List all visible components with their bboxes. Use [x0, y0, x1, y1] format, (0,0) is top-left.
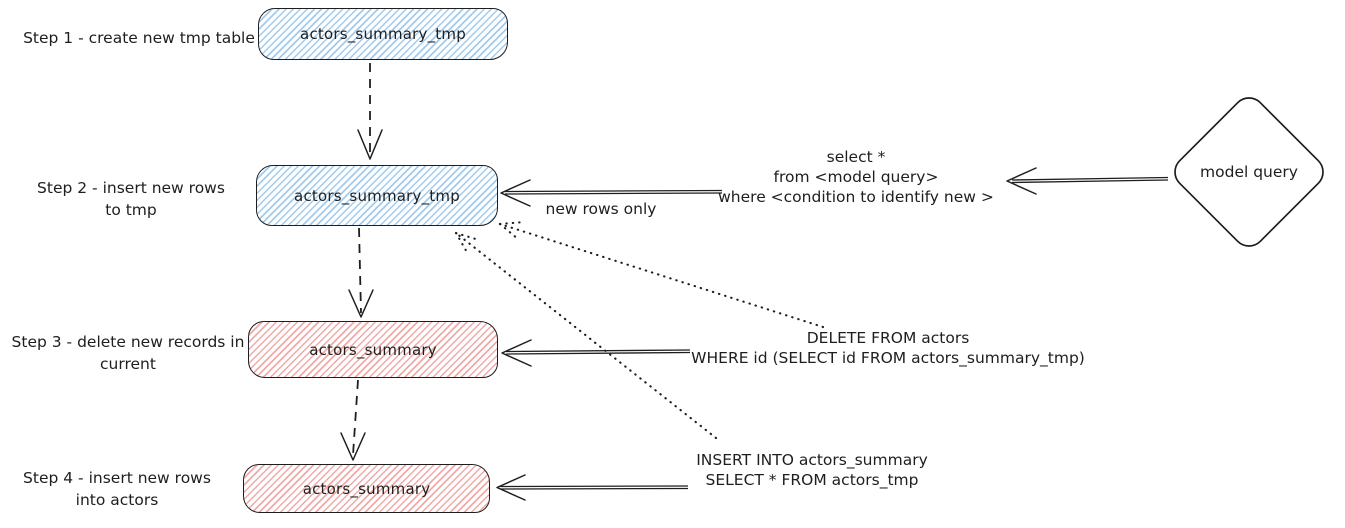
node-label: actors_summary: [309, 340, 437, 359]
insert-query-annotation: INSERT INTO actors_summary SELECT * FROM…: [696, 451, 928, 489]
node-step1-actors-summary-tmp: actors_summary_tmp: [258, 8, 508, 60]
node-label: actors_summary: [302, 479, 431, 498]
node-step2-actors-summary-tmp: actors_summary_tmp: [256, 165, 498, 226]
delete-query-annotation: DELETE FROM actors WHERE id (SELECT id F…: [691, 329, 1085, 367]
arrow-delete-query-to-current: [501, 339, 691, 367]
node-step4-actors-summary: actors_summary: [243, 464, 490, 513]
arrow-step1-to-step2: [357, 63, 383, 160]
node-step3-actors-summary: actors_summary: [248, 321, 498, 378]
dotted-link-delete-to-tmp: [498, 220, 825, 329]
arrow-step3-to-step4: [340, 379, 366, 461]
select-query-annotation: select * from <model query> where <condi…: [718, 148, 994, 206]
step2-label: Step 2 - insert new rows to tmp: [37, 179, 225, 219]
step4-label: Step 4 - insert new rows into actors: [23, 469, 211, 509]
arrow-model-query-to-select: [1006, 167, 1169, 195]
arrow-step2-to-step3: [348, 227, 374, 318]
arrow-insert-query-to-actors: [496, 474, 689, 501]
model-query-diamond: [1174, 97, 1324, 247]
step1-label: Step 1 - create new tmp table: [23, 29, 255, 47]
node-label: actors_summary_tmp: [300, 25, 466, 43]
arrow-select-query-to-tmp: [500, 179, 723, 207]
model-query-label: model query: [1200, 163, 1298, 181]
new-rows-only-label: new rows only: [545, 200, 657, 218]
step3-label: Step 3 - delete new records in current: [11, 333, 245, 373]
dotted-link-insert-to-tmp: [454, 231, 718, 440]
node-label: actors_summary_tmp: [294, 186, 460, 205]
